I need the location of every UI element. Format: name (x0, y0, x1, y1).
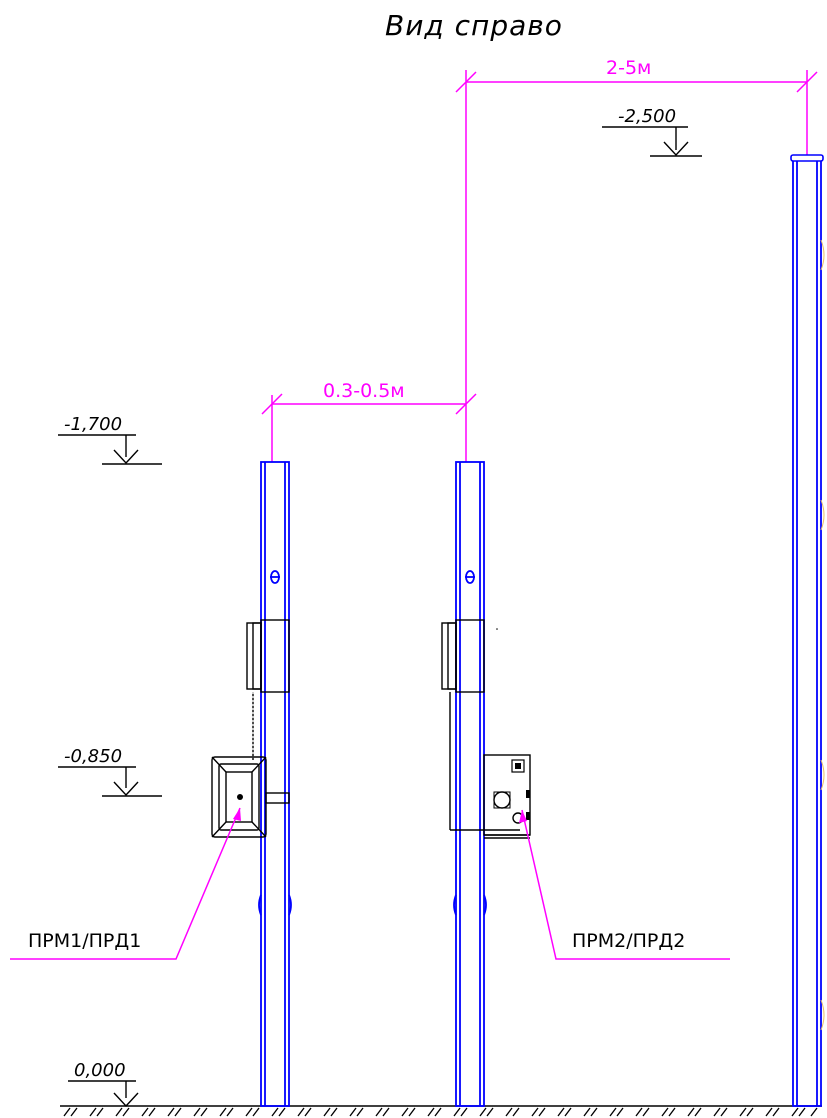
callout-right: ПРМ2/ПРД2 (519, 809, 730, 960)
device-prm1 (211, 756, 290, 838)
callout-left-label: ПРМ1/ПРД1 (28, 930, 141, 952)
level-mark-top: -2,500 (602, 106, 702, 157)
callout-left: ПРМ1/ПРД1 (10, 807, 241, 960)
dimension-large: 2-5м (455, 57, 818, 462)
callout-right-label: ПРМ2/ПРД2 (572, 930, 685, 952)
dimension-small: 0.3-0.5м (261, 380, 477, 462)
level-top-label: -2,500 (618, 106, 676, 127)
pole-right (790, 154, 825, 1107)
level-ground-label: 0,000 (74, 1060, 126, 1081)
level-mark-middle: -0,850 (58, 746, 162, 797)
pole-left (258, 461, 292, 1107)
device-prm2 (483, 628, 531, 839)
level-middle-label: -0,850 (64, 746, 122, 767)
bracket-left (246, 619, 290, 760)
dimension-small-label: 0.3-0.5м (323, 380, 405, 402)
pole-middle (453, 461, 487, 1107)
bracket-middle (441, 619, 520, 831)
level-upper-label: -1,700 (64, 414, 122, 435)
level-mark-ground: 0,000 (68, 1060, 139, 1108)
level-mark-upper: -1,700 (58, 414, 162, 465)
dimension-large-label: 2-5м (606, 57, 651, 79)
drawing-title: Вид справо (385, 9, 563, 42)
ground-line (60, 1105, 822, 1117)
